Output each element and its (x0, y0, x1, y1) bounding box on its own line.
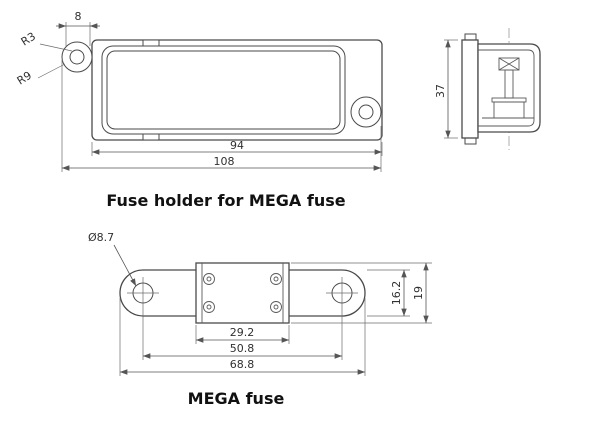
side-shell-inner (478, 49, 535, 127)
dim-label-hole-spacing: 50.8 (230, 342, 255, 355)
fuse-rivet (270, 273, 282, 285)
fuse-element-housing (195, 262, 290, 324)
dim-label-tab-width: 8 (75, 10, 82, 23)
dim-holder-body-length: 94 (91, 139, 383, 156)
dim-label-body-length: 94 (230, 139, 244, 152)
dim-fuse-overall-length: 68.8 (119, 298, 366, 376)
dim-holder-height: 37 (434, 39, 458, 139)
dim-label-radius-outer: R9 (15, 69, 34, 88)
fuse-rivet (203, 273, 215, 285)
fuse-holder-front-view (61, 39, 383, 141)
side-flange-step-bottom (464, 137, 477, 145)
holder-ear-left-hole (69, 49, 85, 65)
dim-holder-overall-length: 108 (61, 60, 382, 172)
side-flange (461, 39, 479, 139)
dim-label-radius-inner: R3 (19, 30, 38, 49)
dim-label-overall-width: 19 (412, 286, 425, 300)
fuse-rivet (270, 301, 282, 313)
dim-label-overall-length: 108 (214, 155, 235, 168)
side-flange-step-top (464, 33, 477, 41)
dim-fuse-overall-width: 19 (291, 262, 432, 324)
holder-latch-top (142, 39, 160, 47)
dim-label-fuse-overall-length: 68.8 (230, 358, 255, 371)
holder-cover-inner (106, 50, 341, 130)
dim-fuse-hole-diameter: Ø8.7 (88, 231, 137, 287)
dim-label-holder-height: 37 (434, 84, 447, 98)
dim-fuse-element-length: 29.2 (195, 325, 290, 344)
dim-label-body-width: 16.2 (390, 281, 403, 306)
mega-fuse-title: MEGA fuse (188, 389, 285, 408)
holder-ear-right-hole (358, 104, 374, 120)
dim-holder-tab-width: 8 (56, 10, 100, 46)
dim-label-hole-diameter: Ø8.7 (88, 231, 114, 244)
mega-fuse-view (119, 262, 366, 324)
dim-label-element-length: 29.2 (230, 326, 255, 339)
dim-fuse-hole-spacing: 50.8 (142, 309, 343, 360)
fuse-holder-title: Fuse holder for MEGA fuse (106, 191, 345, 210)
fuse-rivet (203, 301, 215, 313)
dim-fuse-body-width: 16.2 (367, 269, 410, 317)
fuse-holder-side-view (461, 28, 541, 150)
side-shell-outer (477, 43, 541, 133)
holder-latch-bottom (142, 133, 160, 141)
